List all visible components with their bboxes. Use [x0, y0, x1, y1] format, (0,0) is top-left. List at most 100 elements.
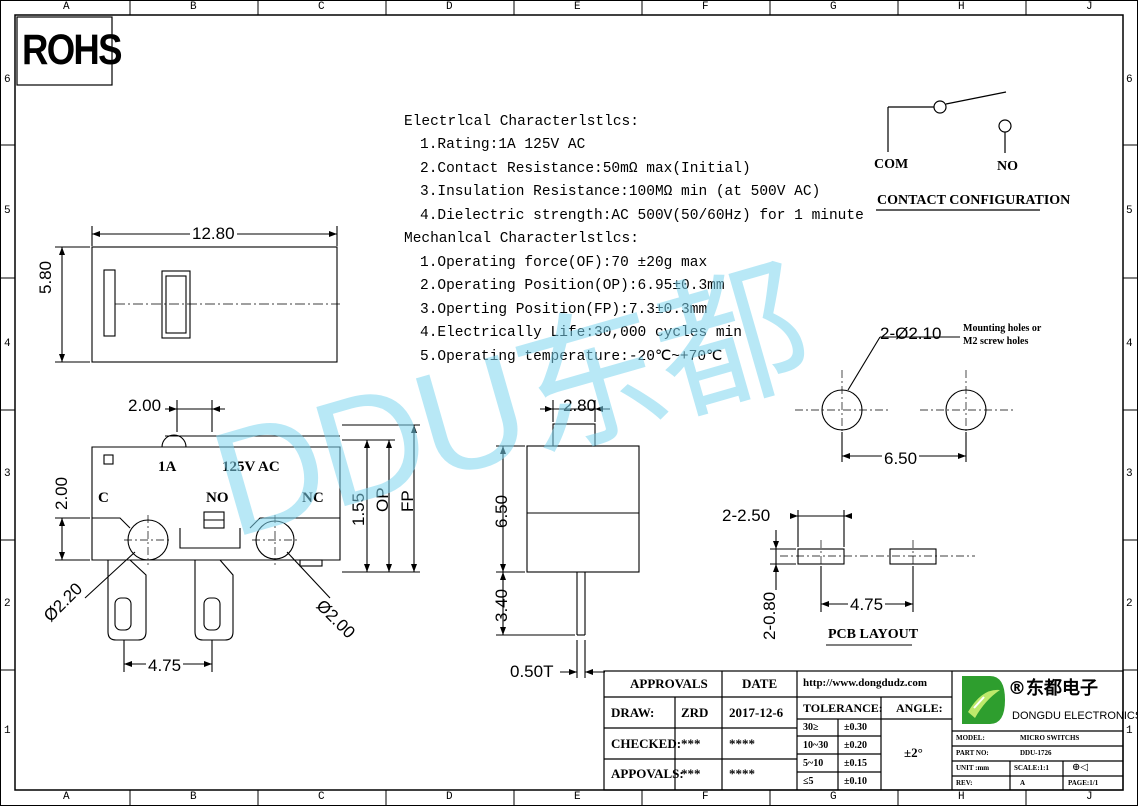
- zone-row-4-right: 4: [1126, 338, 1133, 350]
- tb-draw-date: 2017-12-6: [729, 705, 784, 720]
- zone-col-f: F: [702, 1, 709, 13]
- company-name-en: DONGDU ELECTRONICS: [1012, 710, 1138, 722]
- tb-model: MICRO SWITCHS: [1020, 734, 1080, 742]
- terminal-height-dim: 2.00: [52, 476, 71, 510]
- side-thickness-dim: 0.50T: [510, 662, 554, 681]
- electrical-item: 3.Insulation Resistance:100MΩ min (at 50…: [420, 184, 821, 200]
- zone-col-j: J: [1086, 1, 1093, 13]
- top-view-height-dim: 5.80: [36, 260, 56, 294]
- top-view-width-dim: 12.80: [190, 224, 237, 244]
- zone-row-5-right: 5: [1126, 205, 1133, 217]
- zone-col-f-bottom: F: [702, 791, 709, 803]
- zone-col-j-bottom: J: [1086, 791, 1093, 803]
- zone-row-5: 5: [4, 205, 11, 217]
- voltage-label: 125V AC: [222, 459, 280, 475]
- tb-tolerance: TOLERANCE:: [803, 701, 883, 715]
- terminal-c-label: C: [98, 490, 109, 506]
- mounting-note-line1: Mounting holes or: [963, 323, 1042, 334]
- zone-col-g: G: [830, 1, 837, 13]
- mounting-hole-dim: 2-Ø2.10: [880, 324, 942, 343]
- tb-angle: ANGLE:: [896, 701, 943, 715]
- tb-scale: SCALE:1:1: [1014, 764, 1050, 772]
- tb-tol-value: ±0.10: [844, 776, 867, 787]
- tb-tol-range: 30≥: [803, 722, 819, 733]
- tb-tol-value: ±0.30: [844, 722, 867, 733]
- zone-col-b: B: [190, 1, 197, 13]
- mechanical-title: Mechanlcal Characterlstlcs:: [404, 231, 639, 247]
- zone-col-e: E: [574, 1, 581, 13]
- mechanical-item: 2.Operating Position(OP):6.95±0.3mm: [420, 278, 725, 294]
- mechanical-item: 5.Operating temperature:-20℃~+70℃: [420, 349, 723, 365]
- zone-col-c-bottom: C: [318, 791, 325, 803]
- side-top-dim: 2.80: [563, 396, 597, 415]
- company-logo: [962, 676, 1005, 724]
- zone-col-e-bottom: E: [574, 791, 581, 803]
- pcb-pad-height-dim: 2-0.80: [760, 591, 779, 640]
- zone-col-d-bottom: D: [446, 791, 453, 803]
- tb-appovals-by: ***: [681, 766, 701, 781]
- tb-checked-by: ***: [681, 736, 701, 751]
- zone-row-1: 1: [4, 725, 11, 737]
- tb-rev: A: [1020, 779, 1026, 787]
- terminal-nc-label: NC: [302, 490, 324, 506]
- tb-tol-value: ±0.20: [844, 740, 867, 751]
- pcb-pitch-dim: 4.75: [848, 595, 886, 615]
- zone-row-6: 6: [4, 74, 11, 86]
- mounting-pitch-dim: 6.50: [882, 449, 920, 469]
- zone-col-g-bottom: G: [830, 791, 837, 803]
- tb-tol-range: 10~30: [803, 740, 829, 751]
- zone-col-a: A: [63, 1, 70, 13]
- tb-part-label: PART NO:: [956, 749, 989, 757]
- tb-date: DATE: [742, 676, 778, 691]
- zone-col-c: C: [318, 1, 325, 13]
- contact-com-label: COM: [874, 157, 909, 172]
- tb-part: DDU-1726: [1020, 749, 1052, 757]
- tb-approvals: APPROVALS: [630, 676, 708, 691]
- tb-tol-value: ±0.15: [844, 758, 867, 769]
- tb-unit: UNIT :mm: [956, 764, 990, 772]
- contact-no-label: NO: [997, 159, 1018, 174]
- terminal-pitch-dim: 4.75: [146, 656, 184, 676]
- actuator-offset-dim: 2.00: [128, 396, 162, 415]
- tb-draw-by: ZRD: [681, 705, 709, 720]
- zone-col-h-bottom: H: [958, 791, 965, 803]
- tb-page: PAGE:1/1: [1068, 779, 1099, 787]
- tb-draw-label: DRAW:: [611, 705, 655, 720]
- company-name-cn: ®东都电子: [1008, 678, 1098, 699]
- side-pin-dim: 3.40: [492, 588, 511, 622]
- pcb-layout-title: PCB LAYOUT: [828, 627, 919, 642]
- zone-col-b-bottom: B: [190, 791, 197, 803]
- tb-checked-label: CHECKED:: [611, 736, 682, 751]
- pcb-pad-width-dim: 2-2.50: [722, 506, 771, 525]
- zone-row-1-right: 1: [1126, 725, 1133, 737]
- projection-icon: ⊕◁: [1072, 762, 1089, 773]
- tb-appovals-date: ****: [729, 766, 755, 781]
- tb-angle-value: ±2°: [904, 745, 923, 760]
- mounting-note-line2: M2 screw holes: [963, 336, 1029, 347]
- zone-col-a-bottom: A: [63, 791, 70, 803]
- zone-row-2: 2: [4, 598, 11, 610]
- rohs-mark: ROHS: [22, 26, 123, 74]
- tb-rev-label: REV:: [956, 779, 973, 787]
- contact-config-title: CONTACT CONFIGURATION: [877, 193, 1071, 208]
- zone-row-3-right: 3: [1126, 468, 1133, 480]
- zone-col-d: D: [446, 1, 453, 13]
- mechanical-item: 3.Operting Position(FP):7.3±0.3mm: [420, 302, 708, 318]
- zone-col-h: H: [958, 1, 965, 13]
- tb-tol-range: ≤5: [803, 776, 814, 787]
- zone-row-3: 3: [4, 468, 11, 480]
- tb-tol-range: 5~10: [803, 758, 824, 769]
- tb-model-label: MODEL:: [956, 734, 985, 742]
- electrical-item: 1.Rating:1A 125V AC: [420, 137, 586, 153]
- zone-row-4: 4: [4, 338, 11, 350]
- electrical-item: 4.Dielectric strength:AC 500V(50/60Hz) f…: [420, 208, 864, 224]
- zone-row-2-right: 2: [1126, 598, 1133, 610]
- rating-label: 1A: [158, 459, 177, 475]
- tb-appovals-label: APPOVALS:: [611, 766, 684, 781]
- zone-row-6-right: 6: [1126, 74, 1133, 86]
- mechanical-item: 1.Operating force(OF):70 ±20g max: [420, 255, 708, 271]
- electrical-item: 2.Contact Resistance:50mΩ max(Initial): [420, 161, 751, 177]
- mechanical-item: 4.Electrically Life:30,000 cycles min: [420, 325, 742, 341]
